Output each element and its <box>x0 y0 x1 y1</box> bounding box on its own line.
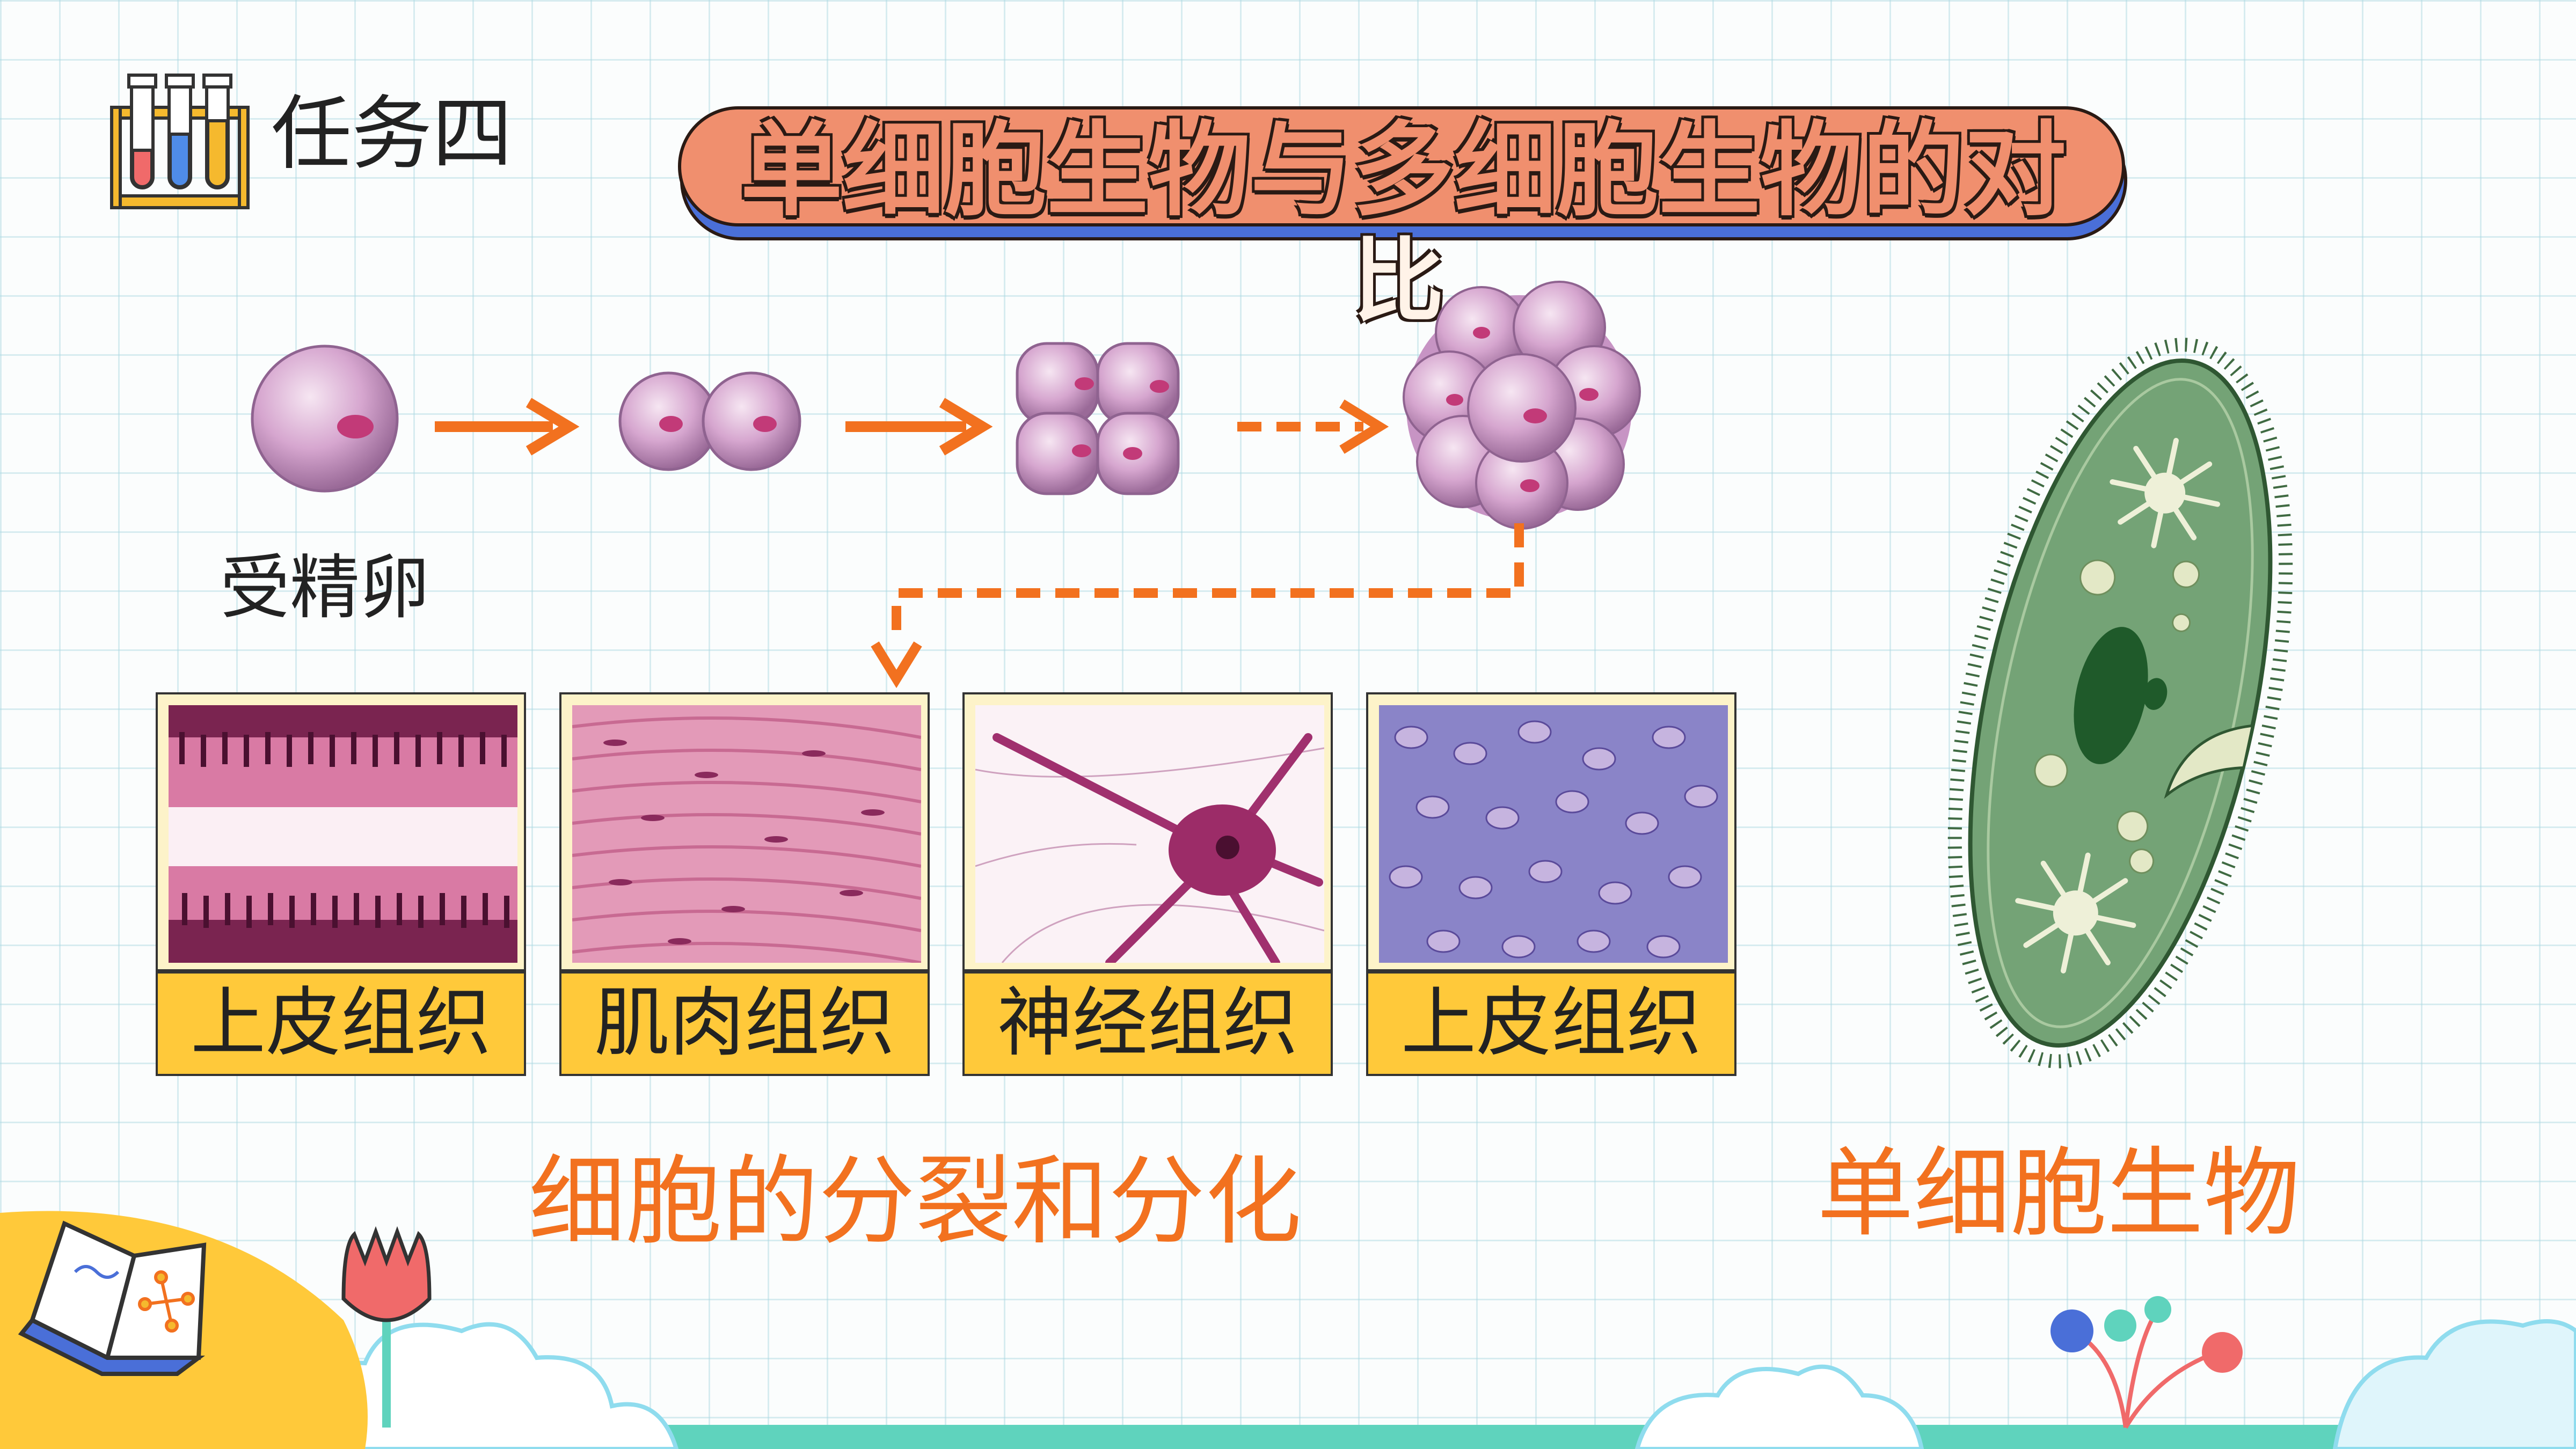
open-book-icon <box>18 1220 207 1376</box>
caption-single-cell-organism: 单细胞生物 <box>1817 1138 2301 1250</box>
tissue-card-epithelial: 上皮组织 <box>156 692 526 1076</box>
muscle-tissue-image <box>572 705 921 963</box>
four-cell-stage <box>1016 342 1180 495</box>
epithelial-tissue-image <box>169 705 517 963</box>
paramecium-illustration <box>1932 311 2308 1095</box>
caption-cell-division: 细胞的分裂和分化 <box>529 1146 1302 1258</box>
tissue-label: 上皮组织 <box>156 971 526 1076</box>
page-title-continued: 比 <box>1353 229 1444 335</box>
contractile-vacuole <box>2110 437 2220 548</box>
dashed-arrow <box>1237 399 1389 454</box>
fertilized-egg <box>251 345 399 493</box>
arrow-1 <box>435 398 580 456</box>
tissue-card-epithelial-2: 上皮组织 <box>1366 692 1736 1076</box>
tissue-card-nerve: 神经组织 <box>962 692 1333 1076</box>
fertilized-egg-label: 受精卵 <box>220 547 430 628</box>
cartilage-tissue-image <box>1379 705 1728 963</box>
tulip-icon <box>341 1226 432 1428</box>
page-title: 单细胞生物与多细胞生物的对 <box>740 111 2067 230</box>
contractile-vacuole <box>2015 852 2136 974</box>
tissue-card-muscle: 肌肉组织 <box>559 692 930 1076</box>
cell-division-diagram <box>0 0 2576 698</box>
molecule-tree-icon <box>2050 1296 2243 1429</box>
two-cell-stage <box>618 371 801 471</box>
title-banner <box>677 105 2129 240</box>
tissue-label: 上皮组织 <box>1366 971 1736 1076</box>
task-label: 任务四 <box>271 87 513 181</box>
arrow-2 <box>845 398 993 456</box>
nerve-tissue-image <box>975 705 1324 963</box>
test-tube-rack-icon <box>107 70 252 212</box>
tissue-label: 肌肉组织 <box>559 971 930 1076</box>
bottom-decoration <box>0 1181 2576 1449</box>
tissue-label: 神经组织 <box>962 971 1333 1076</box>
morula <box>1403 281 1641 530</box>
dashed-connector <box>871 523 1524 689</box>
